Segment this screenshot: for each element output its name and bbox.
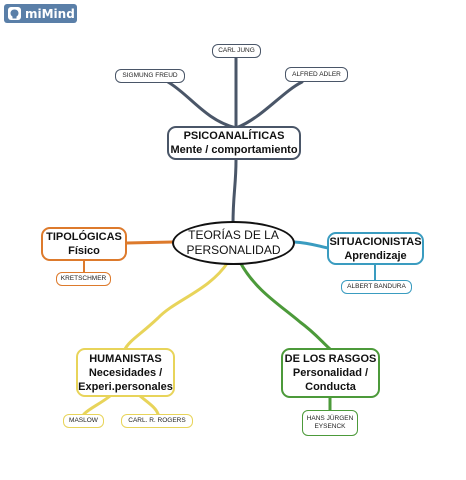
humanistas-subtitle-line1: Necesidades / — [88, 366, 163, 379]
center-title-line2: PERSONALIDAD — [186, 243, 281, 257]
link-center-situacionistas — [292, 240, 330, 250]
leaf-alfred-adler-label: ALFRED ADLER — [292, 70, 341, 78]
leaf-eysenck-label-line1: HANS JÜRGEN — [306, 415, 354, 422]
link-psico-freud — [166, 80, 238, 130]
center-title-line1: TEORÍAS DE LA — [188, 228, 279, 242]
situacionistas-subtitle: Aprendizaje — [344, 249, 407, 262]
rasgos-title: DE LOS RASGOS — [284, 353, 377, 365]
rasgos-subtitle-line2: Conducta — [305, 381, 356, 393]
leaf-carl-jung-label: CARL JUNG — [218, 47, 255, 54]
rasgos-subtitle-line1: Personalidad / — [292, 367, 369, 379]
link-center-psicoanaliticas — [231, 158, 238, 226]
leaf-sigmung-freud[interactable]: SIGMUNG FREUD — [115, 69, 185, 83]
leaf-carl-rogers[interactable]: CARL. R. ROGERS — [121, 414, 193, 428]
mimind-logo: miMind — [4, 4, 77, 23]
link-huma-maslow — [82, 394, 112, 416]
link-center-rasgos — [238, 260, 332, 351]
leaf-albert-bandura[interactable]: ALBERT BANDURA — [341, 280, 412, 294]
leaf-alfred-adler[interactable]: ALFRED ADLER — [285, 67, 348, 82]
leaf-maslow[interactable]: MASLOW — [63, 414, 104, 428]
leaf-maslow-label: MASLOW — [69, 417, 98, 424]
leaf-kretschmer-label: KRETSCHMER — [60, 275, 107, 282]
leaf-carl-rogers-label: CARL. R. ROGERS — [128, 417, 186, 424]
node-psicoanaliticas[interactable]: PSICOANALÍTICAS Mente / comportamiento — [167, 126, 301, 160]
psicoanaliticas-title: PSICOANALÍTICAS — [183, 130, 285, 142]
node-humanistas[interactable]: HUMANISTAS Necesidades / Experi.personal… — [76, 348, 175, 397]
link-center-humanistas — [123, 260, 230, 351]
center-node[interactable]: TEORÍAS DE LA PERSONALIDAD — [172, 221, 295, 265]
tipologicas-title: TIPOLÓGICAS — [46, 231, 122, 243]
link-psico-adler — [234, 80, 304, 130]
humanistas-title: HUMANISTAS — [89, 352, 162, 365]
leaf-kretschmer[interactable]: KRETSCHMER — [56, 272, 111, 286]
node-situacionistas[interactable]: SITUACIONISTAS Aprendizaje — [327, 232, 424, 265]
node-de-los-rasgos[interactable]: DE LOS RASGOS Personalidad / Conducta — [281, 348, 380, 398]
leaf-albert-bandura-label: ALBERT BANDURA — [347, 283, 406, 290]
link-huma-rogers — [138, 394, 160, 416]
situacionistas-title: SITUACIONISTAS — [329, 235, 422, 248]
tipologicas-subtitle: Físico — [68, 245, 100, 257]
psicoanaliticas-subtitle: Mente / comportamiento — [170, 144, 298, 156]
leaf-hans-jurgen-eysenck[interactable]: HANS JÜRGEN EYSENCK — [302, 410, 358, 436]
humanistas-subtitle-line2: Experi.personales — [78, 380, 173, 393]
leaf-carl-jung[interactable]: CARL JUNG — [212, 44, 261, 58]
leaf-sigmung-freud-label: SIGMUNG FREUD — [122, 72, 178, 79]
link-center-tipologicas — [124, 240, 175, 245]
node-tipologicas[interactable]: TIPOLÓGICAS Físico — [41, 227, 127, 261]
leaf-eysenck-label-line2: EYSENCK — [314, 423, 346, 430]
mimind-logo-icon — [8, 7, 21, 20]
mimind-logo-text: miMind — [25, 6, 75, 21]
